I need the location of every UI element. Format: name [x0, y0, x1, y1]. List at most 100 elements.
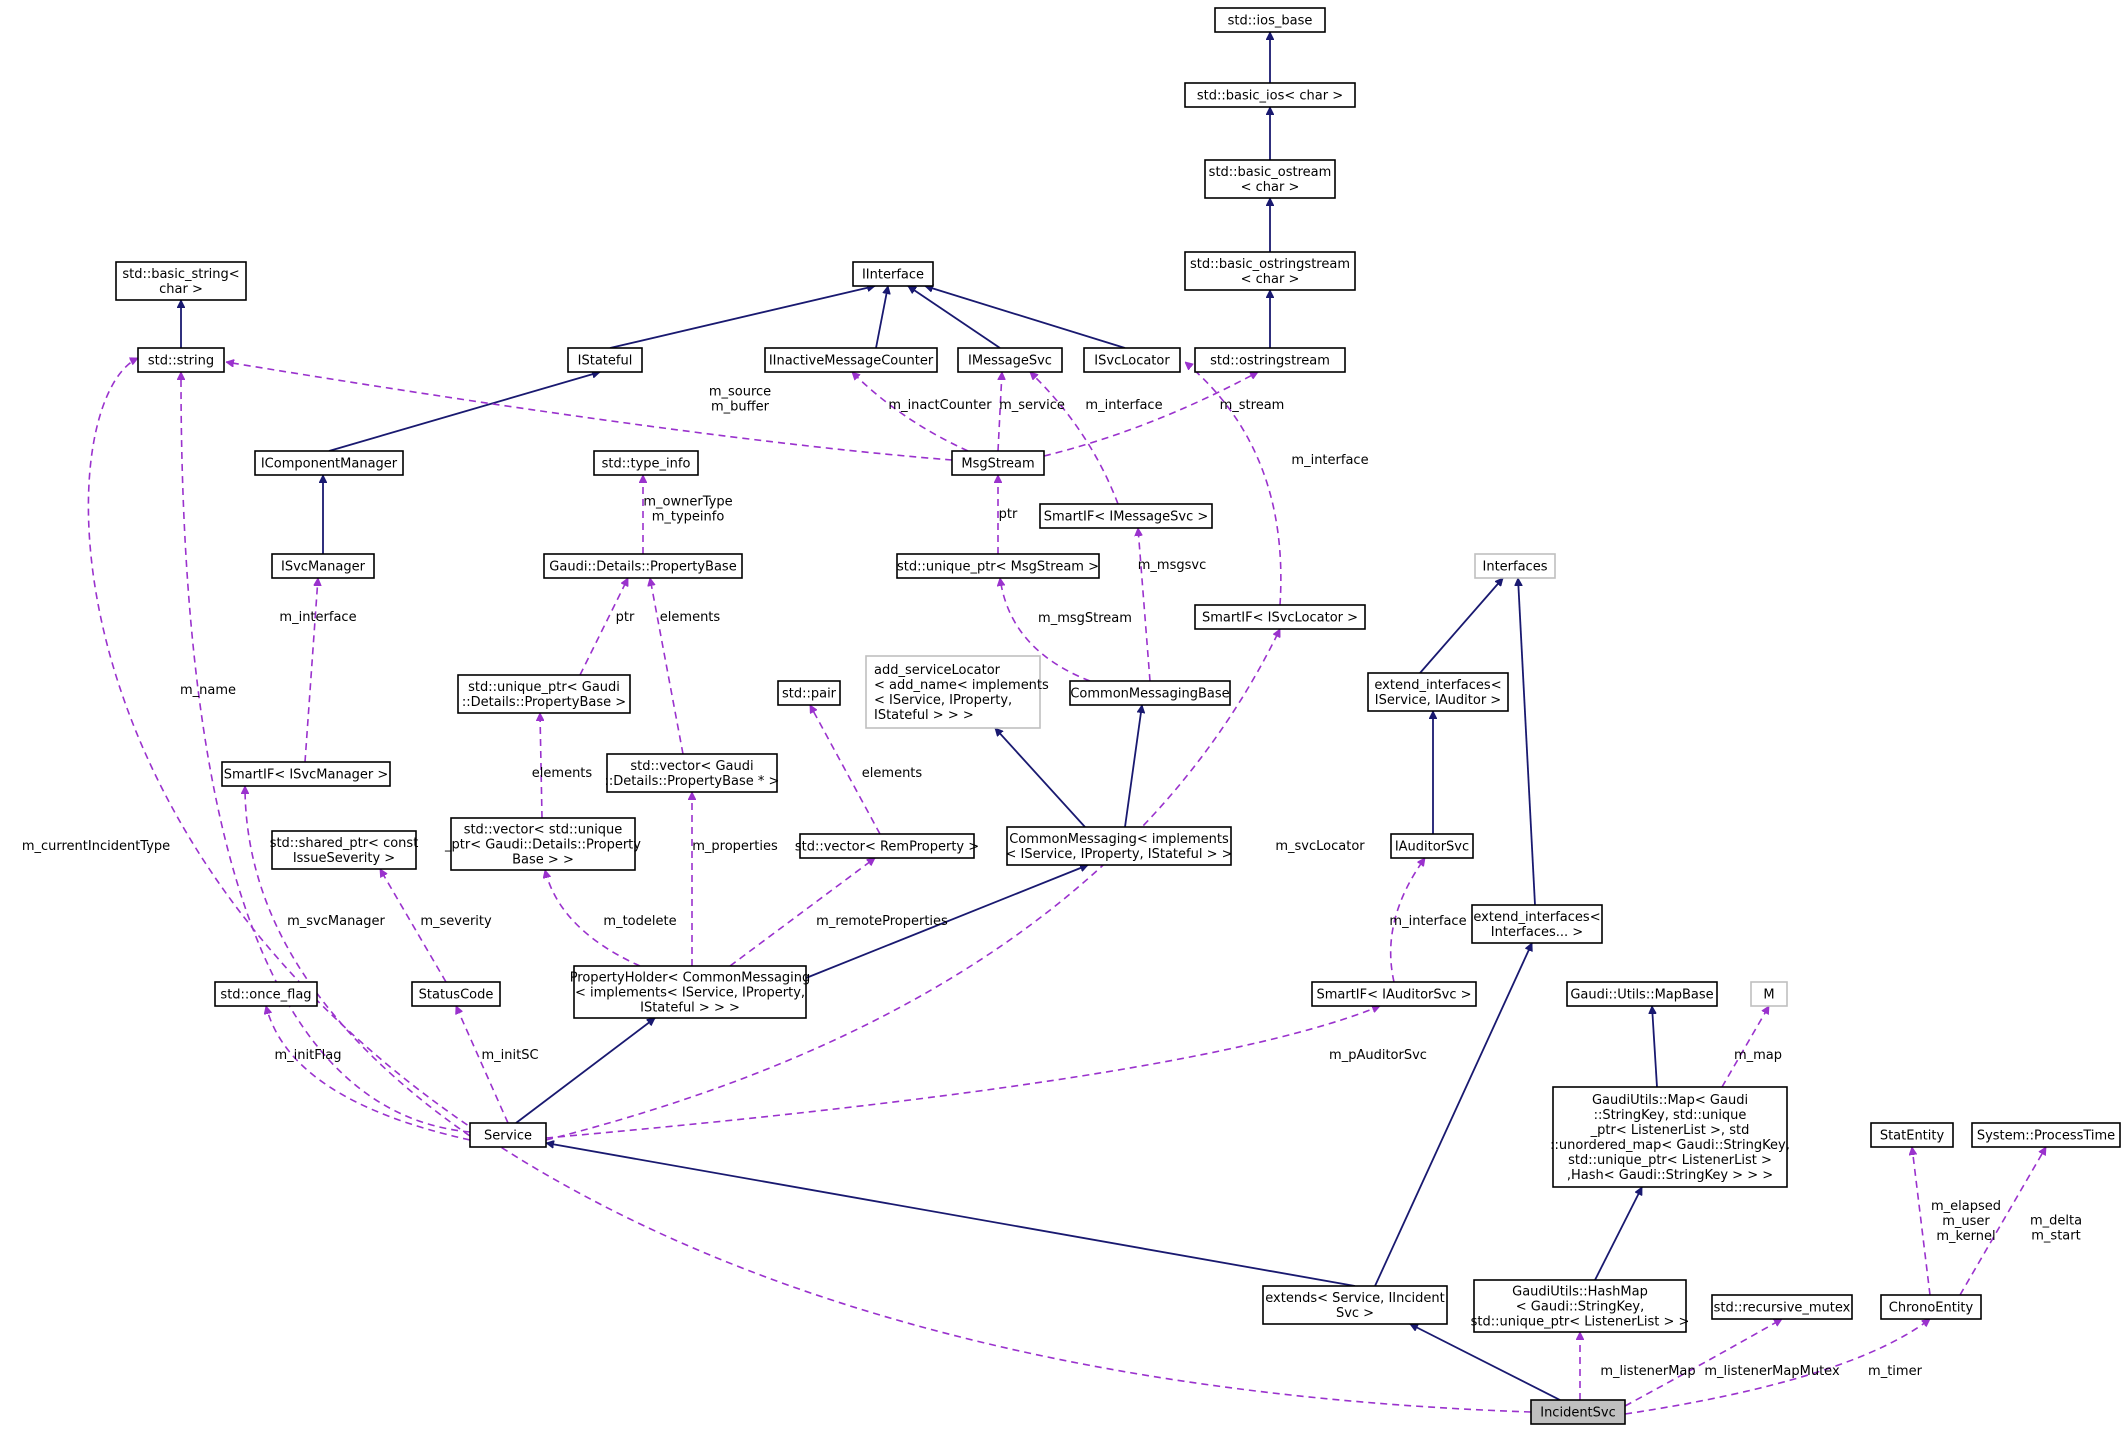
class-node-box[interactable] [543, 553, 743, 579]
class-node-box[interactable] [1194, 604, 1366, 630]
class-node-box[interactable] [1474, 553, 1556, 579]
class-node-msgstream[interactable]: MsgStream [951, 450, 1045, 476]
class-node-propertyholder[interactable]: PropertyHolder< CommonMessaging< impleme… [570, 965, 811, 1019]
class-node-box[interactable] [1530, 1399, 1626, 1425]
class-node-basic-ios[interactable]: std::basic_ios< char > [1184, 82, 1356, 108]
class-node-commonmessagingbase[interactable]: CommonMessagingBase [1069, 680, 1231, 706]
class-node-box[interactable] [1473, 1279, 1687, 1333]
class-node-basic-ostream[interactable]: std::basic_ostream< char > [1204, 159, 1336, 199]
class-node-add-servicelocator[interactable]: add_serviceLocator< add_name< implements… [865, 655, 1049, 729]
class-node-basic-ostringstream[interactable]: std::basic_ostringstream< char > [1184, 251, 1356, 291]
class-node-box[interactable] [1471, 904, 1603, 944]
class-node-imessagesvc[interactable]: IMessageSvc [957, 347, 1063, 373]
class-node-isvcmanager[interactable]: ISvcManager [271, 553, 375, 579]
class-node-commonmessaging[interactable]: CommonMessaging< implements< IService, I… [1006, 826, 1233, 866]
class-node-extend-interfaces-pack[interactable]: extend_interfaces<Interfaces... > [1471, 904, 1603, 944]
class-node-box[interactable] [567, 347, 643, 373]
class-node-vector-remproperty[interactable]: std::vector< RemProperty > [795, 833, 979, 859]
class-node-box[interactable] [214, 981, 318, 1007]
class-node-box[interactable] [951, 450, 1045, 476]
class-node-box[interactable] [1083, 347, 1181, 373]
class-node-m-node[interactable]: M [1750, 981, 1788, 1007]
class-node-unique-ptr-propertybase[interactable]: std::unique_ptr< Gaudi::Details::Propert… [457, 674, 631, 714]
class-node-propertybase[interactable]: Gaudi::Details::PropertyBase [543, 553, 743, 579]
class-node-box[interactable] [137, 347, 225, 373]
class-node-box[interactable] [469, 1122, 547, 1148]
class-node-box[interactable] [1214, 7, 1326, 33]
class-node-vector-propertybase-ptr[interactable]: std::vector< Gaudi::Details::PropertyBas… [605, 753, 780, 793]
class-node-smartif-isvcmanager[interactable]: SmartIF< ISvcManager > [221, 761, 391, 787]
class-node-smartif-isvclocator[interactable]: SmartIF< ISvcLocator > [1194, 604, 1366, 630]
class-node-box[interactable] [1880, 1294, 1982, 1320]
class-node-box[interactable] [777, 680, 841, 706]
class-node-box[interactable] [271, 830, 417, 870]
class-node-box[interactable] [1184, 251, 1356, 291]
class-node-box[interactable] [573, 965, 807, 1019]
class-node-box[interactable] [221, 761, 391, 787]
class-node-box[interactable] [865, 655, 1041, 729]
class-node-statuscode[interactable]: StatusCode [411, 981, 501, 1007]
class-node-box[interactable] [1039, 503, 1213, 529]
class-node-box[interactable] [1390, 833, 1474, 859]
class-node-icomponentmanager[interactable]: IComponentManager [254, 450, 404, 476]
class-node-box[interactable] [1184, 82, 1356, 108]
class-node-chronoentity[interactable]: ChronoEntity [1880, 1294, 1982, 1320]
class-node-box[interactable] [411, 981, 501, 1007]
class-node-box[interactable] [1552, 1086, 1788, 1188]
class-node-box[interactable] [1870, 1122, 1954, 1148]
class-node-box[interactable] [593, 450, 699, 476]
class-node-box[interactable] [1194, 347, 1346, 373]
class-node-istateful[interactable]: IStateful [567, 347, 643, 373]
class-node-recursive-mutex[interactable]: std::recursive_mutex [1711, 1294, 1853, 1320]
class-node-smartif-imessagesvc[interactable]: SmartIF< IMessageSvc > [1039, 503, 1213, 529]
class-node-box[interactable] [799, 833, 975, 859]
class-node-box[interactable] [1262, 1285, 1448, 1325]
class-node-iauditorsvc[interactable]: IAuditorSvc [1390, 833, 1474, 859]
class-node-mapbase[interactable]: Gaudi::Utils::MapBase [1566, 981, 1718, 1007]
class-node-vector-unique-ptr[interactable]: std::vector< std::unique_ptr< Gaudi::Det… [444, 817, 641, 871]
class-node-basic-string[interactable]: std::basic_string<char > [115, 261, 247, 301]
class-node-box[interactable] [1204, 159, 1336, 199]
class-node-box[interactable] [450, 817, 636, 871]
class-node-box[interactable] [606, 753, 778, 793]
class-node-box[interactable] [896, 553, 1100, 579]
class-node-box[interactable] [1367, 672, 1509, 712]
class-node-box[interactable] [1566, 981, 1718, 1007]
class-node-type-info[interactable]: std::type_info [593, 450, 699, 476]
class-node-incidentsvc[interactable]: IncidentSvc [1530, 1399, 1626, 1425]
class-node-box[interactable] [1971, 1122, 2121, 1148]
class-node-statentity[interactable]: StatEntity [1870, 1122, 1954, 1148]
class-node-extend-iservice-iauditor[interactable]: extend_interfaces<IService, IAuditor > [1367, 672, 1509, 712]
class-node-iinactive[interactable]: IInactiveMessageCounter [764, 347, 938, 373]
class-node-box[interactable] [957, 347, 1063, 373]
class-node-box[interactable] [457, 674, 631, 714]
edge-incidentsvc-std-string-usage-arrow [87, 357, 1532, 1413]
class-node-box[interactable] [115, 261, 247, 301]
class-node-box[interactable] [1006, 826, 1232, 866]
class-node-box[interactable] [1711, 1294, 1853, 1320]
class-node-service[interactable]: Service [469, 1122, 547, 1148]
class-node-box[interactable] [1311, 981, 1477, 1007]
class-node-gaudiutils-map[interactable]: GaudiUtils::Map< Gaudi::StringKey, std::… [1550, 1086, 1790, 1188]
class-node-hashmap[interactable]: GaudiUtils::HashMap< Gaudi::StringKey,st… [1471, 1279, 1690, 1333]
class-node-std-string[interactable]: std::string [137, 347, 225, 373]
class-node-ios-base[interactable]: std::ios_base [1214, 7, 1326, 33]
class-node-box[interactable] [1750, 981, 1788, 1007]
class-node-box[interactable] [852, 261, 934, 287]
class-node-ostringstream[interactable]: std::ostringstream [1194, 347, 1346, 373]
class-node-interfaces[interactable]: Interfaces [1474, 553, 1556, 579]
class-node-box[interactable] [271, 553, 375, 579]
class-node-once-flag[interactable]: std::once_flag [214, 981, 318, 1007]
class-node-box[interactable] [254, 450, 404, 476]
class-node-isvclocator[interactable]: ISvcLocator [1083, 347, 1181, 373]
class-node-box[interactable] [1069, 680, 1231, 706]
class-node-label-line: std::basic_ostream [1209, 165, 1332, 180]
class-node-processtime[interactable]: System::ProcessTime [1971, 1122, 2121, 1148]
class-node-box[interactable] [764, 347, 938, 373]
class-node-smartif-iauditorsvc[interactable]: SmartIF< IAuditorSvc > [1311, 981, 1477, 1007]
class-node-unique-ptr-msgstream[interactable]: std::unique_ptr< MsgStream > [896, 553, 1100, 579]
class-node-iinterface[interactable]: IInterface [852, 261, 934, 287]
class-node-std-pair[interactable]: std::pair [777, 680, 841, 706]
